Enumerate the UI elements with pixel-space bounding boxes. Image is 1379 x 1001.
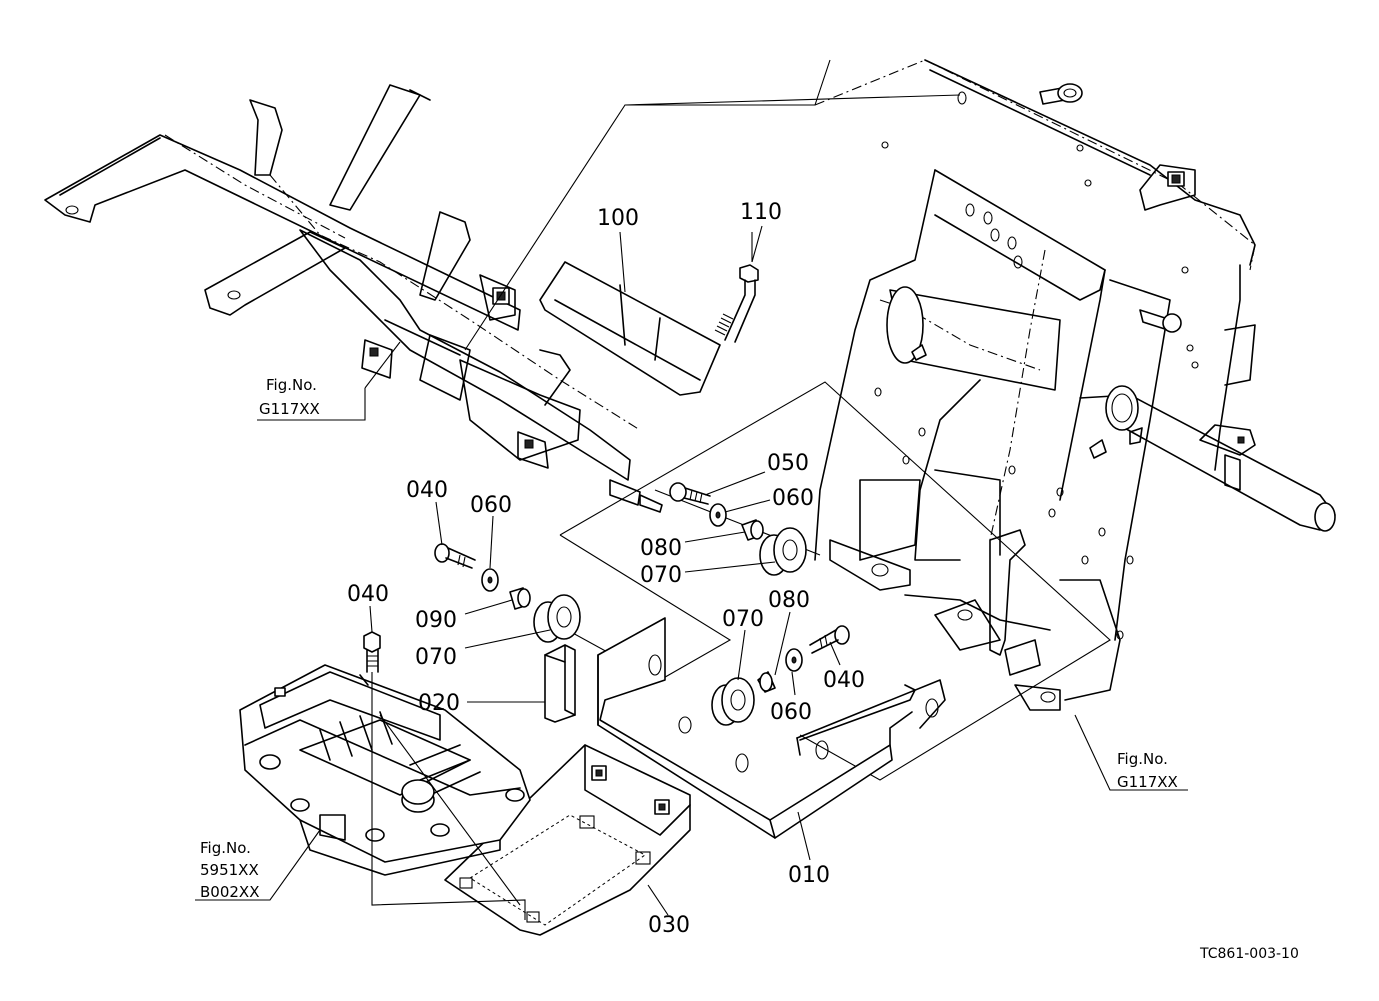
part-050-bolt bbox=[669, 482, 711, 505]
top-bolt bbox=[957, 83, 1083, 105]
part-010-bracket bbox=[597, 617, 946, 839]
label-060-left: 060 bbox=[470, 493, 512, 518]
part-110-bolt bbox=[714, 232, 759, 343]
figure-references: Fig.No. G117XX Fig.No. G117XX Fig.No. 59… bbox=[200, 376, 1178, 901]
part-020-pad bbox=[544, 644, 576, 723]
label-040-left: 040 bbox=[406, 478, 448, 503]
side-bolt bbox=[1139, 309, 1182, 333]
label-070-upper: 070 bbox=[640, 563, 682, 588]
ref-bottom-line2: 5951XX bbox=[200, 861, 259, 879]
label-030: 030 bbox=[648, 913, 690, 938]
part-100-cover bbox=[539, 261, 721, 396]
part-070-mounts bbox=[533, 527, 807, 726]
part-030-plate bbox=[444, 744, 691, 936]
label-040-right: 040 bbox=[823, 668, 865, 693]
ref-left-line1: Fig.No. bbox=[266, 376, 317, 394]
drawing-code: TC861-003-10 bbox=[1199, 946, 1299, 962]
label-110: 110 bbox=[740, 200, 782, 225]
upper-frame-bracket bbox=[44, 84, 663, 513]
label-100: 100 bbox=[597, 206, 639, 231]
ref-right-line2: G117XX bbox=[1117, 773, 1178, 791]
shaft bbox=[1079, 385, 1336, 532]
label-040-module: 040 bbox=[347, 582, 389, 607]
label-080-upper: 080 bbox=[640, 536, 682, 561]
label-090: 090 bbox=[415, 608, 457, 633]
ref-bottom-line1: Fig.No. bbox=[200, 839, 251, 857]
ref-left-line2: G117XX bbox=[259, 400, 320, 418]
leader-lines bbox=[195, 225, 1188, 916]
label-020: 020 bbox=[418, 691, 460, 716]
ref-right-line1: Fig.No. bbox=[1117, 750, 1168, 768]
part-labels: 100 110 050 060 080 070 040 060 090 070 … bbox=[347, 200, 865, 938]
label-070-left: 070 bbox=[415, 645, 457, 670]
label-080-lower: 080 bbox=[768, 588, 810, 613]
label-050: 050 bbox=[767, 451, 809, 476]
label-060-lower: 060 bbox=[770, 700, 812, 725]
ref-bottom-line3: B002XX bbox=[200, 883, 259, 901]
controller-module bbox=[239, 664, 531, 876]
label-070-lower: 070 bbox=[722, 607, 764, 632]
label-010: 010 bbox=[788, 863, 830, 888]
label-060-upper: 060 bbox=[772, 486, 814, 511]
part-060-washers bbox=[481, 503, 803, 672]
part-080-090-collars bbox=[509, 519, 776, 693]
frame-holes bbox=[874, 141, 1199, 640]
main-frame bbox=[814, 59, 1336, 711]
